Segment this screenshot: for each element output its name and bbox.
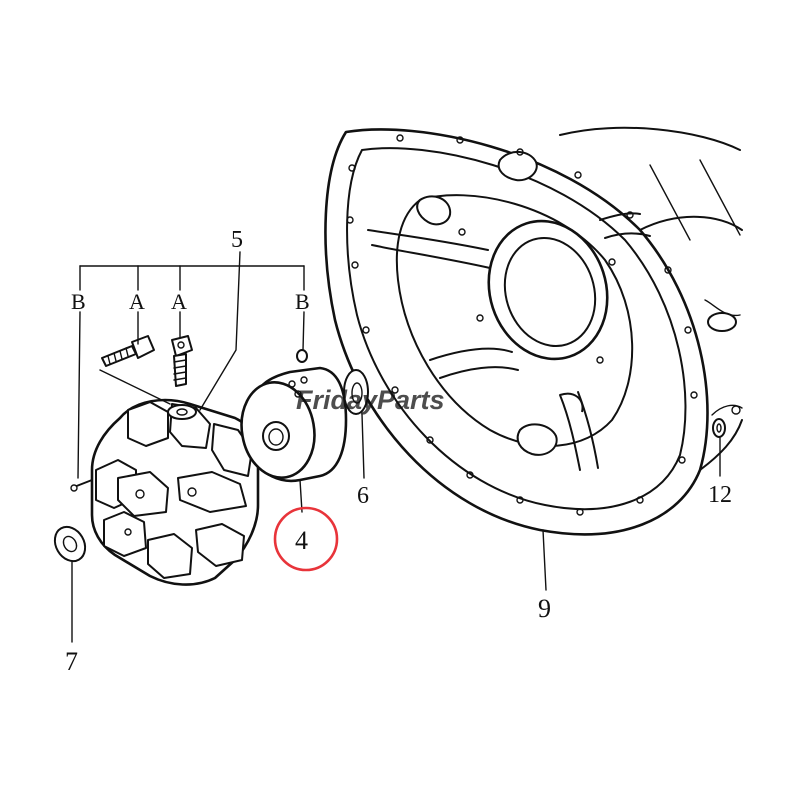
bolt-a-right: [171, 335, 193, 387]
bolt-a-left: [101, 335, 155, 367]
callout-bolt-b-right: B: [295, 289, 310, 314]
callout-bolt-b-left: B: [71, 289, 86, 314]
callout-7: 7: [65, 647, 78, 676]
callout-bolt-a-right: A: [171, 289, 187, 314]
reference-bracket: [71, 251, 721, 643]
highlight-circle: [273, 506, 339, 572]
washer-6: [343, 369, 369, 415]
callout-5: 5: [231, 227, 243, 253]
callout-bolt-a-left: A: [129, 289, 145, 314]
coupling-element: [70, 398, 260, 586]
callout-6: 6: [357, 483, 369, 509]
nut-7: [53, 525, 87, 563]
watermark-logo: FridayParts: [296, 385, 445, 415]
callout-12: 12: [708, 482, 732, 508]
flywheel-housing: [324, 126, 743, 536]
coupling-hub: [240, 366, 348, 483]
bolt-b-right: [296, 349, 308, 363]
callout-4: 4: [295, 526, 308, 555]
washer-12: [712, 418, 726, 438]
callout-9: 9: [538, 594, 551, 623]
